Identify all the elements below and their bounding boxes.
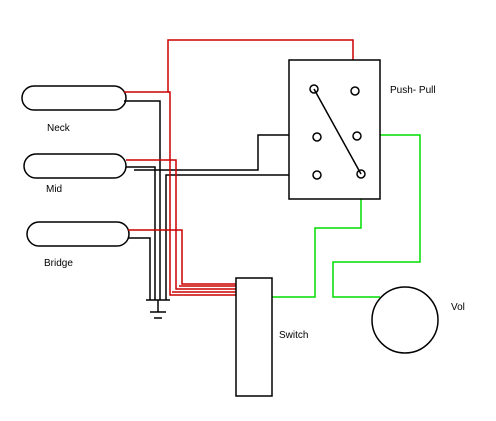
pp-to-vol-wire xyxy=(332,134,421,298)
push-pull-black-wires xyxy=(134,134,317,300)
switch-to-pp-wire xyxy=(272,175,362,298)
pickup-bridge-body xyxy=(26,221,130,247)
output-wires xyxy=(272,134,421,298)
pp-terminal-bottom-left xyxy=(312,170,322,180)
ground-wires xyxy=(124,100,170,319)
selector-switch xyxy=(235,277,273,397)
label-neck: Neck xyxy=(47,123,71,134)
pickup-bridge xyxy=(26,221,130,247)
label-push-pull: Push- Pull xyxy=(390,85,436,96)
pp-terminal-middle-right xyxy=(352,131,362,141)
mid-ground-wire xyxy=(126,166,156,300)
wire-to-pp-middle-left xyxy=(134,134,317,171)
neck-hot-wire xyxy=(124,39,354,93)
pickup-mid-body xyxy=(23,153,127,179)
pp-terminal-middle-left xyxy=(312,132,322,142)
hot-wires xyxy=(124,39,354,296)
label-mid: Mid xyxy=(46,184,62,195)
push-pull-switch xyxy=(288,59,381,200)
volume-pot xyxy=(371,286,439,354)
push-pull-body xyxy=(288,59,381,200)
label-bridge: Bridge xyxy=(44,258,73,269)
neck-ground-wire xyxy=(124,100,161,300)
bridge-hot-wire xyxy=(128,229,236,285)
neck-to-switch-wire xyxy=(168,91,236,296)
pp-internal-link xyxy=(313,88,362,175)
mid-hot-wire xyxy=(126,159,236,290)
label-switch: Switch xyxy=(279,330,308,341)
bridge-ground-wire xyxy=(128,237,151,300)
pickup-neck xyxy=(21,85,127,111)
volume-pot-body xyxy=(371,286,439,354)
pickup-neck-body xyxy=(21,85,127,111)
pickup-mid xyxy=(23,153,127,179)
pp-terminal-top-right xyxy=(350,86,360,96)
wire-to-pp-bottom-left xyxy=(165,174,317,300)
selector-switch-body xyxy=(235,277,273,397)
label-vol: Vol xyxy=(451,302,465,313)
